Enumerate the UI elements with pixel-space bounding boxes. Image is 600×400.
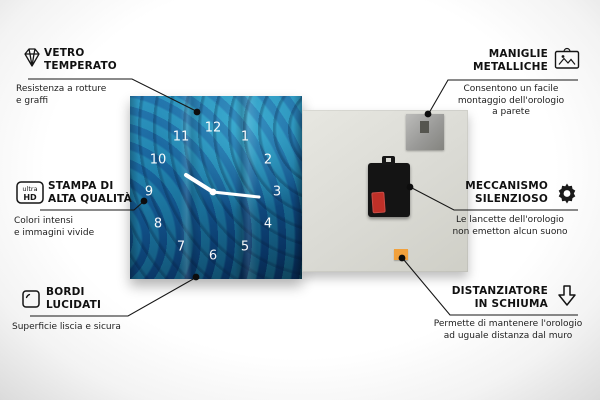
clock-number: 5 — [240, 239, 250, 255]
clock-front-panel: 12 1 2 3 4 5 6 7 8 9 10 11 — [130, 96, 302, 279]
svg-text:HD: HD — [23, 193, 37, 202]
callout-desc-meccanismo-silenzioso: Le lancette dell'orologio non emetton al… — [452, 215, 568, 237]
title-line: SILENZIOSO — [474, 193, 548, 205]
metal-hanger-plate — [406, 114, 444, 150]
clock-number: 3 — [272, 184, 282, 200]
title-line: STAMPA DI — [48, 180, 114, 192]
callout-title-vetro-temperato: VETRO TEMPERATO — [44, 47, 136, 73]
clock-mechanism — [368, 156, 410, 217]
clock-number: 10 — [149, 152, 167, 168]
callout-desc-stampa-alta-qualita: Colori intensi e immagini vivide — [14, 216, 95, 238]
clock-hands — [184, 173, 261, 199]
title-line: IN SCHIUMA — [474, 298, 548, 310]
clock-number: 2 — [263, 152, 273, 168]
callout-title-maniglie-metalliche: MANIGLIE METALLICHE — [430, 48, 548, 74]
callout-title-bordi-lucidati: BORDI LUCIDATI — [46, 286, 132, 312]
callout-title-stampa-alta-qualita: STAMPA DI ALTA QUALITÀ — [48, 180, 140, 206]
clock-back-panel — [302, 110, 468, 272]
battery — [371, 191, 386, 214]
mechanism-hook — [382, 156, 395, 165]
clock-number: 1 — [240, 129, 250, 145]
callout-desc-maniglie-metalliche: Consentono un facile montaggio dell'orol… — [457, 84, 565, 117]
title-line: MANIGLIE — [488, 48, 548, 60]
callout-desc-distanziatore-schiuma: Permette di mantenere l'orologio ad ugua… — [433, 319, 583, 341]
clock-number: 6 — [208, 248, 218, 264]
clock-number: 4 — [263, 216, 273, 232]
diamond-icon — [20, 47, 44, 73]
clock-number: 7 — [176, 239, 186, 255]
callout-title-meccanismo-silenzioso: MECCANISMO SILENZIOSO — [430, 180, 548, 206]
clock-number: 12 — [204, 120, 222, 136]
title-line: BORDI — [46, 286, 85, 298]
title-line: TEMPERATO — [44, 60, 117, 72]
hanger-slot — [420, 121, 429, 133]
title-line: LUCIDATI — [46, 299, 102, 311]
title-line: DISTANZIATORE — [451, 285, 548, 297]
title-line: ALTA QUALITÀ — [48, 193, 132, 205]
callout-desc-bordi-lucidati: Superficie liscia e sicura — [12, 322, 121, 332]
gear-icon — [555, 182, 579, 210]
callout-title-distanziatore-schiuma: DISTANZIATORE IN SCHIUMA — [426, 285, 548, 311]
ultra-hd-icon: ultra HD — [16, 181, 44, 208]
title-line: METALLICHE — [472, 61, 548, 73]
clock-number: 11 — [172, 129, 190, 145]
svg-text:ultra: ultra — [22, 185, 37, 193]
foam-spacer — [394, 249, 408, 260]
picture-hanger-icon — [554, 47, 580, 74]
polished-edge-icon — [20, 288, 42, 314]
clock-number: 9 — [144, 184, 154, 200]
title-line: VETRO — [44, 47, 85, 59]
foam-arrow-icon — [556, 284, 578, 313]
callout-desc-vetro-temperato: Resistenza a rotture e graffi — [16, 84, 107, 106]
clock-number: 8 — [153, 216, 163, 232]
title-line: MECCANISMO — [465, 180, 548, 192]
